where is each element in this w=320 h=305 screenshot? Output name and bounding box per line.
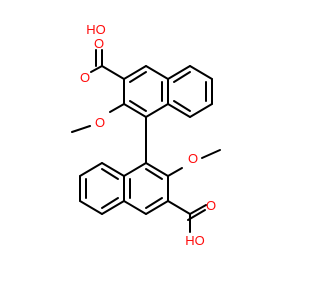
double-bond-inner: [101, 197, 119, 209]
bond: [189, 103, 213, 118]
bond: [123, 200, 147, 215]
atom-label-carbonyl-o: O: [94, 36, 104, 51]
bond: [189, 204, 207, 215]
bond: [123, 162, 147, 177]
bond: [145, 162, 169, 177]
bond: [79, 200, 103, 215]
bond: [109, 103, 125, 113]
bond: [79, 162, 103, 177]
bond: [90, 65, 103, 73]
double-bond-inner: [129, 100, 147, 112]
atom-label-hydroxyl: HO: [86, 22, 106, 37]
double-bond-inner: [173, 100, 191, 112]
atom-label-carbonyl-o: O: [206, 198, 216, 213]
bond: [123, 103, 147, 118]
bond: [201, 149, 221, 159]
double-bond-inner: [101, 168, 119, 180]
bond: [101, 162, 125, 177]
bond: [101, 200, 125, 215]
bond: [167, 200, 191, 215]
bond: [167, 65, 191, 80]
bond: [123, 65, 147, 80]
bond: [145, 103, 169, 118]
atom-label-methoxy-o: O: [95, 115, 105, 130]
structure-svg: O HO O O O O HO: [71, 22, 221, 248]
bond: [101, 65, 125, 80]
bond: [71, 125, 91, 133]
molecule-diagram: O HO O O O O HO: [71, 22, 221, 248]
double-bond-inner: [129, 71, 147, 83]
bond: [167, 103, 191, 118]
atom-label-methoxy-o: O: [188, 151, 198, 166]
double-bond-inner: [145, 168, 163, 180]
bond: [189, 65, 213, 80]
bond: [145, 200, 169, 215]
atom-label-hydroxyl: HO: [185, 233, 205, 248]
double-bond-inner: [173, 71, 191, 83]
atom-label-carbonyl-o: O: [80, 70, 90, 85]
bond: [167, 167, 183, 177]
bond: [145, 65, 169, 80]
double-bond-inner: [145, 197, 163, 209]
